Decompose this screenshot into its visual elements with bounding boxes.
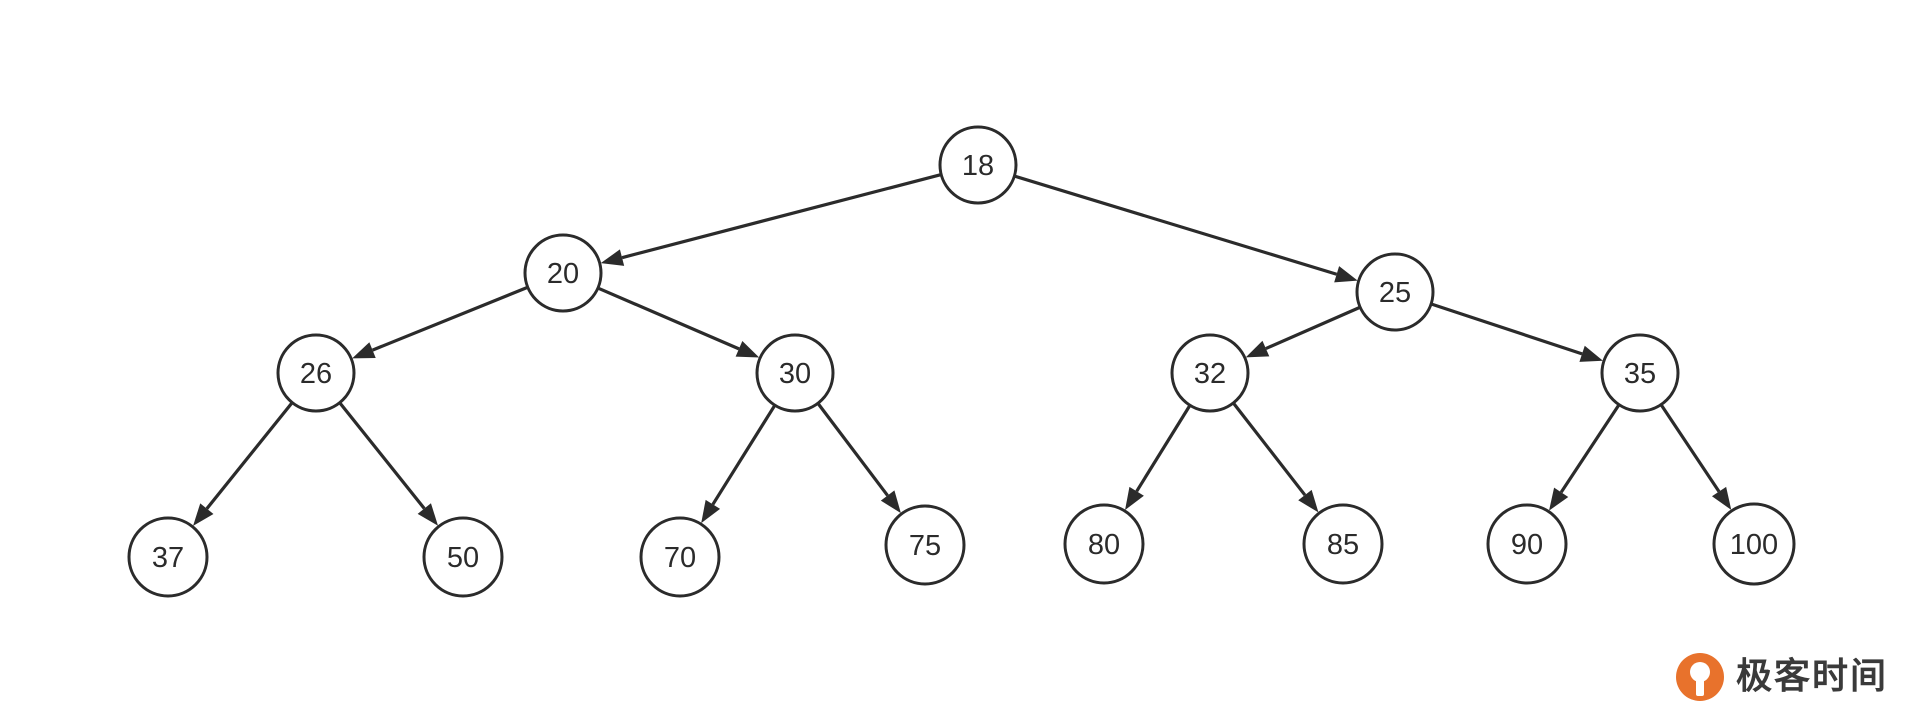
node-label: 85 bbox=[1327, 529, 1359, 561]
edge-arrowhead bbox=[1125, 486, 1144, 510]
node-circle bbox=[422, 516, 504, 598]
node-label: 35 bbox=[1624, 358, 1656, 390]
node-circle bbox=[127, 516, 209, 598]
tree-node[interactable]: 80 bbox=[1063, 503, 1145, 585]
edge-arrowhead bbox=[417, 503, 439, 526]
node-circle bbox=[884, 504, 966, 586]
edge-arrowhead bbox=[600, 249, 625, 266]
edge-arrowhead bbox=[880, 490, 901, 514]
tree-edge bbox=[1232, 402, 1307, 497]
geektime-logo-icon bbox=[1675, 653, 1724, 701]
node-layer: 18 20 25 26 30 32 35 37 50 70 75 80 85 90 100 bbox=[127, 125, 1796, 598]
edge-arrowhead bbox=[1711, 486, 1732, 510]
edge-layer bbox=[193, 173, 1732, 526]
node-label: 80 bbox=[1088, 529, 1120, 561]
node-label: 32 bbox=[1194, 358, 1226, 390]
node-circle bbox=[755, 333, 835, 413]
edge-arrowhead bbox=[1549, 487, 1569, 511]
node-label: 37 bbox=[152, 542, 184, 574]
tree-edge bbox=[817, 403, 889, 497]
edge-arrowhead bbox=[352, 342, 376, 359]
tree-node[interactable]: 70 bbox=[639, 516, 721, 598]
tree-node[interactable]: 90 bbox=[1486, 503, 1568, 585]
tree-edge bbox=[1431, 302, 1583, 356]
tree-node[interactable]: 30 bbox=[755, 333, 835, 413]
node-circle bbox=[1600, 333, 1680, 413]
node-label: 70 bbox=[664, 542, 696, 574]
tree-node[interactable]: 35 bbox=[1600, 333, 1680, 413]
node-label: 25 bbox=[1379, 277, 1411, 309]
node-circle bbox=[1170, 333, 1250, 413]
tree-node[interactable]: 100 bbox=[1712, 502, 1796, 586]
tree-node[interactable]: 85 bbox=[1302, 503, 1384, 585]
node-circle bbox=[938, 125, 1018, 205]
tree-node[interactable]: 50 bbox=[422, 516, 504, 598]
tree-node[interactable]: 37 bbox=[127, 516, 209, 598]
node-circle bbox=[523, 233, 603, 313]
tree-edge bbox=[711, 405, 776, 506]
tree-edge bbox=[205, 402, 293, 510]
tree-node[interactable]: 32 bbox=[1170, 333, 1250, 413]
edge-arrowhead bbox=[735, 341, 760, 358]
node-label: 100 bbox=[1730, 529, 1778, 561]
watermark: 极客时间 bbox=[1675, 653, 1888, 701]
node-circle bbox=[1712, 502, 1796, 586]
node-label: 26 bbox=[300, 358, 332, 390]
tree-node[interactable]: 20 bbox=[523, 233, 603, 313]
tree-edge bbox=[1559, 404, 1620, 494]
node-label: 18 bbox=[962, 150, 994, 182]
tree-edge bbox=[598, 286, 740, 351]
edge-arrowhead bbox=[1579, 345, 1603, 362]
node-label: 75 bbox=[909, 530, 941, 562]
tree-edge bbox=[1014, 174, 1338, 276]
node-circle bbox=[276, 333, 356, 413]
node-circle bbox=[1355, 252, 1435, 332]
node-label: 90 bbox=[1511, 529, 1543, 561]
node-label: 50 bbox=[447, 542, 479, 574]
tree-edge bbox=[621, 173, 941, 260]
edge-arrowhead bbox=[1298, 489, 1319, 513]
tree-node[interactable]: 25 bbox=[1355, 252, 1435, 332]
tree-node[interactable]: 26 bbox=[276, 333, 356, 413]
edge-arrowhead bbox=[1245, 340, 1270, 358]
tree-node[interactable]: 75 bbox=[884, 504, 966, 586]
tree-edge bbox=[339, 402, 426, 510]
tree-edge bbox=[1135, 405, 1191, 493]
edge-arrowhead bbox=[193, 503, 214, 526]
tree-node[interactable]: 18 bbox=[938, 125, 1018, 205]
node-circle bbox=[639, 516, 721, 598]
tree-edge bbox=[1265, 306, 1360, 350]
node-label: 30 bbox=[779, 358, 811, 390]
edge-arrowhead bbox=[1334, 266, 1358, 283]
node-circle bbox=[1302, 503, 1384, 585]
edge-arrowhead bbox=[701, 499, 721, 524]
tree-edge bbox=[371, 286, 528, 352]
watermark-label: 极客时间 bbox=[1735, 656, 1888, 697]
node-circle bbox=[1486, 503, 1568, 585]
node-label: 20 bbox=[547, 258, 579, 290]
tree-edge bbox=[1660, 404, 1721, 493]
node-circle bbox=[1063, 503, 1145, 585]
